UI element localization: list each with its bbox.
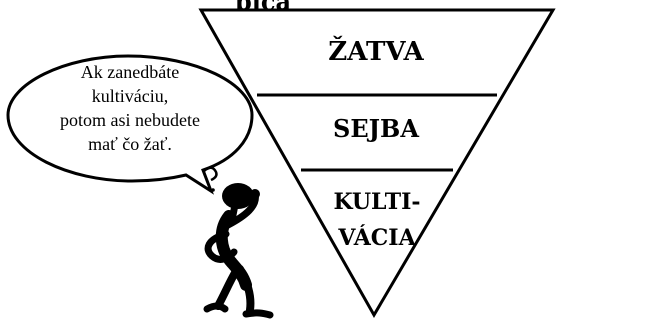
speech-bubble [6, 54, 254, 195]
pyramid-level-kulti: KULTI- [334, 189, 421, 215]
question-mark-icon [203, 166, 218, 182]
bubble-line-1: Ak zanedbáte [81, 62, 179, 82]
bubble-line-2: kultiváciu, [92, 86, 168, 106]
pyramid-level-sejba: SEJBA [333, 114, 419, 143]
pyramid-level-zatva: ŽATVA [328, 35, 424, 67]
question-mark-dot-icon [211, 188, 215, 192]
thinking-stick-figure-icon [203, 183, 274, 319]
inverted-pyramid [198, 8, 556, 319]
pyramid-level-vacia: VÁCIA [337, 224, 416, 251]
bubble-line-3: potom asi nebudete [60, 110, 200, 130]
bubble-line-4: mať čo žať. [88, 134, 172, 154]
